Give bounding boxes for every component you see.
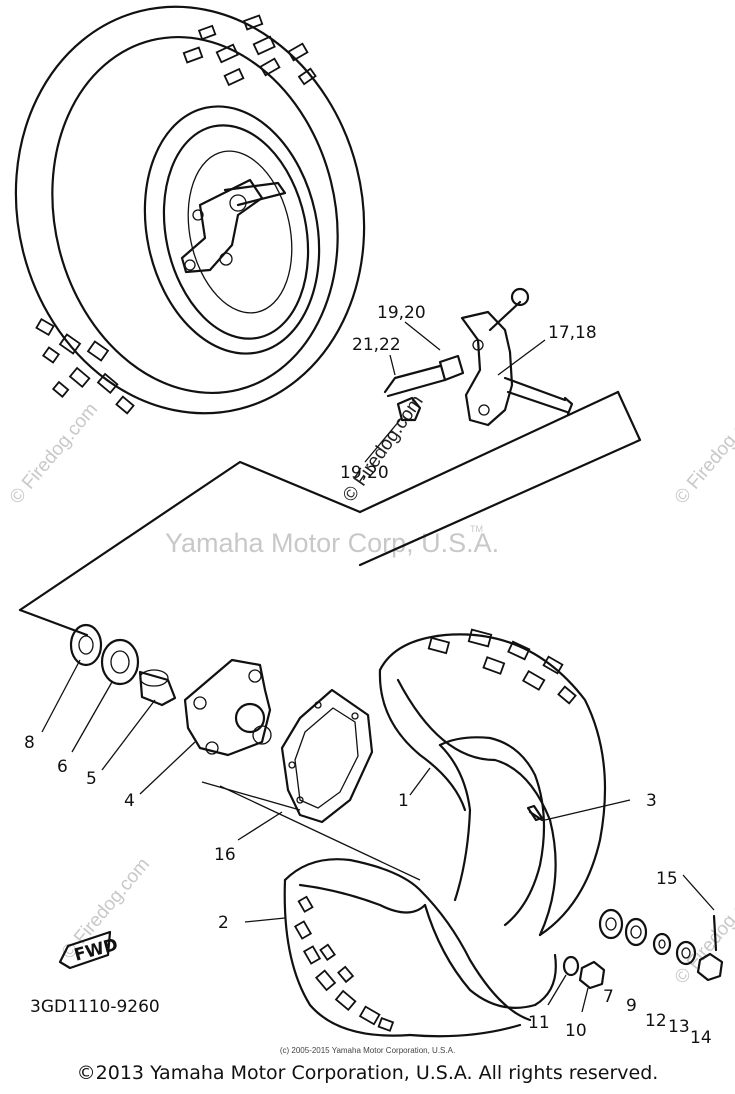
callout-16: 16: [214, 845, 236, 865]
watermark-tm: TM: [470, 524, 483, 534]
diagram-code: 3GD1110-9260: [30, 997, 160, 1017]
valve-3: [526, 804, 544, 822]
watermark-left: © Firedog.com: [6, 399, 102, 508]
bearing-7: [598, 908, 624, 940]
wheel-inner-half-2: [283, 858, 557, 1038]
washer-12: [652, 932, 672, 956]
callout-5: 5: [86, 769, 97, 789]
callout-14: 14: [690, 1028, 712, 1048]
callout-21-22: 21,22: [352, 335, 401, 355]
castle-nut-upper: [438, 354, 465, 382]
callout-2: 2: [218, 913, 229, 933]
cotter-pin-upper: [383, 364, 447, 398]
washer-11: [562, 955, 580, 977]
washer-13: [675, 940, 697, 966]
bearing-6: [100, 638, 140, 686]
spacer-5: [138, 669, 177, 707]
callout-15: 15: [656, 869, 678, 889]
callout-12: 12: [645, 1011, 667, 1031]
small-copyright: (c) 2005-2015 Yamaha Motor Corporation, …: [279, 1046, 456, 1055]
watermark-center: Yamaha Motor Corp, U.S.A.: [165, 528, 499, 558]
callout-7: 7: [603, 987, 614, 1007]
callout-19-20-upper: 19,20: [377, 303, 426, 323]
wheel-hub-4: [183, 658, 272, 757]
watermark-right-low: © Firedog.com: [671, 879, 735, 988]
callout-4: 4: [124, 791, 135, 811]
callout-6: 6: [57, 757, 68, 777]
nut-10: [578, 960, 606, 990]
assembled-wheel: [14, 5, 366, 415]
nut-14: [696, 952, 724, 982]
callout-9: 9: [626, 996, 637, 1016]
watermark-diagonal: © Firedog.com: [339, 392, 428, 506]
steering-knuckle: [460, 287, 574, 427]
watermark-right: © Firedog.com: [671, 399, 735, 508]
callout-8: 8: [24, 733, 35, 753]
callout-17-18: 17,18: [548, 323, 597, 343]
brake-plate-16: [280, 688, 374, 824]
oil-seal-8: [69, 623, 103, 667]
callout-11: 11: [528, 1013, 550, 1033]
castle-nut-lower: [396, 396, 422, 422]
callout-3: 3: [646, 791, 657, 811]
callout-10: 10: [565, 1021, 587, 1041]
wheel-outer-half-1: [378, 628, 607, 937]
cotter-pin-15: [712, 914, 718, 952]
callout-13: 13: [668, 1017, 690, 1037]
oil-seal-9: [624, 917, 648, 947]
callout-1: 1: [398, 791, 409, 811]
footer-copyright: ©2013 Yamaha Motor Corporation, U.S.A. A…: [76, 1062, 659, 1084]
callout-19-20-lower: 19,20: [340, 463, 389, 483]
